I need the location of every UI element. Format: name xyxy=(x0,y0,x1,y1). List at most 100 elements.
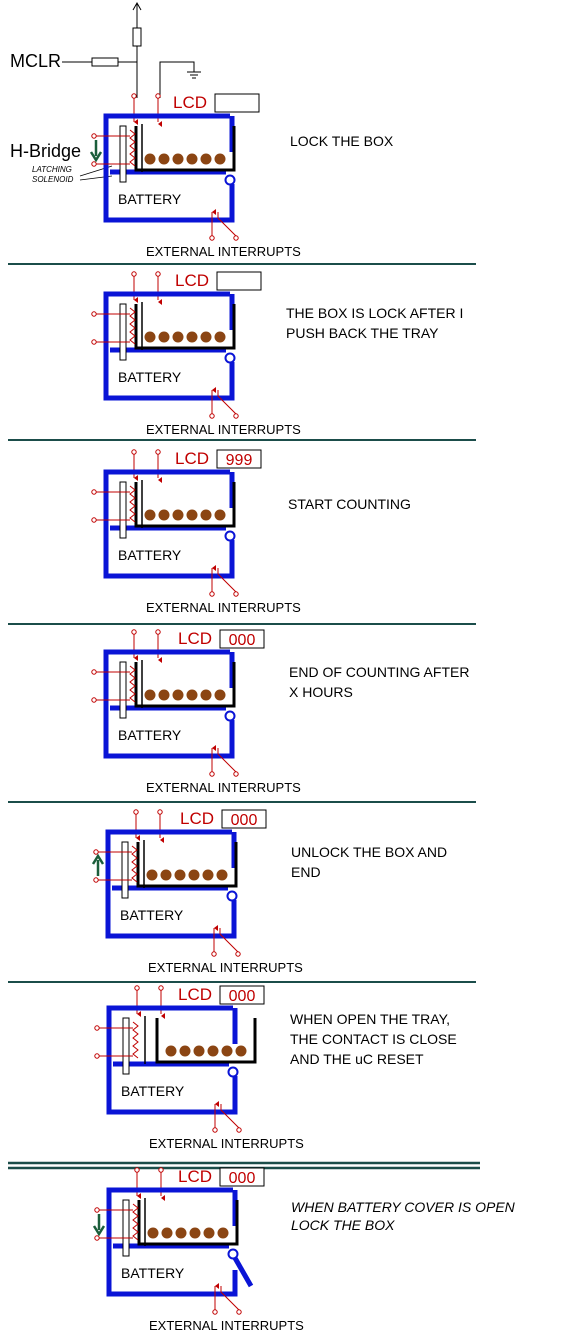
vcc-arrow-icon xyxy=(132,1,142,11)
ball xyxy=(221,1045,233,1057)
lcd-label: LCD xyxy=(175,449,209,468)
ball xyxy=(200,689,212,701)
solenoid-plunger xyxy=(119,481,127,539)
battery-label: BATTERY xyxy=(118,547,182,563)
terminal-dot xyxy=(133,809,139,815)
ball xyxy=(146,869,158,881)
ball xyxy=(172,153,184,165)
contact-mark xyxy=(158,299,162,305)
contact-mark xyxy=(214,925,218,931)
h-bridge-label: H-Bridge xyxy=(10,141,81,161)
battery-label: BATTERY xyxy=(120,907,184,923)
lcd-display xyxy=(221,809,267,829)
ground-wire xyxy=(159,61,195,98)
ball xyxy=(214,689,226,701)
solenoid-coil xyxy=(129,485,136,523)
terminal-dot xyxy=(91,339,97,345)
tray xyxy=(136,842,238,888)
lcd-display xyxy=(219,985,265,1005)
description-line: AND THE uC RESET xyxy=(290,1051,424,1067)
contact-mark xyxy=(160,837,164,843)
terminal-dot xyxy=(131,449,137,455)
solenoid-plunger xyxy=(122,1199,130,1257)
external-interrupts-label: EXTERNAL INTERRUPTS xyxy=(149,1136,304,1151)
terminal-dot xyxy=(209,771,215,777)
contact-mark xyxy=(134,297,138,303)
tray xyxy=(134,482,236,528)
ball xyxy=(158,689,170,701)
lcd-value: 000 xyxy=(229,988,256,1005)
interrupt-wire xyxy=(217,568,237,593)
ball xyxy=(214,509,226,521)
ball xyxy=(174,869,186,881)
terminal-dot xyxy=(134,1167,140,1173)
terminal-dot xyxy=(209,413,215,419)
arrow-head xyxy=(89,151,103,163)
solenoid-plunger xyxy=(119,661,127,719)
lcd-label: LCD xyxy=(178,985,212,1004)
ball xyxy=(172,689,184,701)
contact-mark xyxy=(215,1283,219,1289)
ball xyxy=(189,1227,201,1239)
hinge xyxy=(224,710,236,722)
arrow-down-icon xyxy=(89,140,103,163)
lcd-display xyxy=(219,629,265,649)
hinge xyxy=(224,352,236,364)
contact-mark xyxy=(212,387,216,393)
contact-mark xyxy=(134,119,138,125)
lcd-display xyxy=(216,449,262,469)
solenoid-plunger xyxy=(119,303,127,361)
contact-mark xyxy=(136,835,140,841)
hinge xyxy=(226,890,238,902)
mclr-resistor xyxy=(91,57,119,67)
ball xyxy=(144,509,156,521)
solenoid-plunger xyxy=(121,841,129,899)
hinge xyxy=(224,174,236,186)
terminal-dot xyxy=(233,235,239,241)
description-line: X HOURS xyxy=(289,684,353,700)
terminal-dot xyxy=(134,985,140,991)
ball xyxy=(147,1227,159,1239)
description-line: PUSH BACK THE TRAY xyxy=(286,325,439,341)
ball xyxy=(186,509,198,521)
external-interrupts-label: EXTERNAL INTERRUPTS xyxy=(146,780,301,795)
description-line: LOCK THE BOX xyxy=(290,133,394,149)
lcd-label: LCD xyxy=(173,93,207,112)
description-line: WHEN BATTERY COVER IS OPEN xyxy=(291,1199,516,1215)
arrow-up-icon xyxy=(91,853,105,876)
terminal-dot xyxy=(158,985,164,991)
terminal-dot xyxy=(93,877,99,883)
terminal-dot xyxy=(209,235,215,241)
terminal-dot xyxy=(94,1025,100,1031)
terminal-dot xyxy=(93,849,99,855)
lcd-label: LCD xyxy=(175,271,209,290)
description-line: WHEN OPEN THE TRAY, xyxy=(290,1011,450,1027)
lcd-label: LCD xyxy=(178,629,212,648)
solenoid-coil xyxy=(129,307,136,345)
arrow-head xyxy=(92,1225,106,1237)
terminal-dot xyxy=(209,591,215,597)
contact-mark xyxy=(161,1195,165,1201)
arrow-down-icon xyxy=(92,1214,106,1237)
terminal-dot xyxy=(158,1167,164,1173)
ball xyxy=(200,153,212,165)
terminal-dot xyxy=(94,1235,100,1241)
description-line: THE CONTACT IS CLOSE xyxy=(290,1031,457,1047)
terminal-dot xyxy=(211,951,217,957)
description-line: START COUNTING xyxy=(288,496,411,512)
solenoid-coil xyxy=(131,845,138,883)
ball xyxy=(186,153,198,165)
terminal-dot xyxy=(155,629,161,635)
ball xyxy=(203,1227,215,1239)
ball xyxy=(179,1045,191,1057)
lcd-display xyxy=(219,1167,265,1187)
ball xyxy=(172,509,184,521)
interrupt-wire xyxy=(220,1286,240,1311)
terminal-dot xyxy=(131,271,137,277)
